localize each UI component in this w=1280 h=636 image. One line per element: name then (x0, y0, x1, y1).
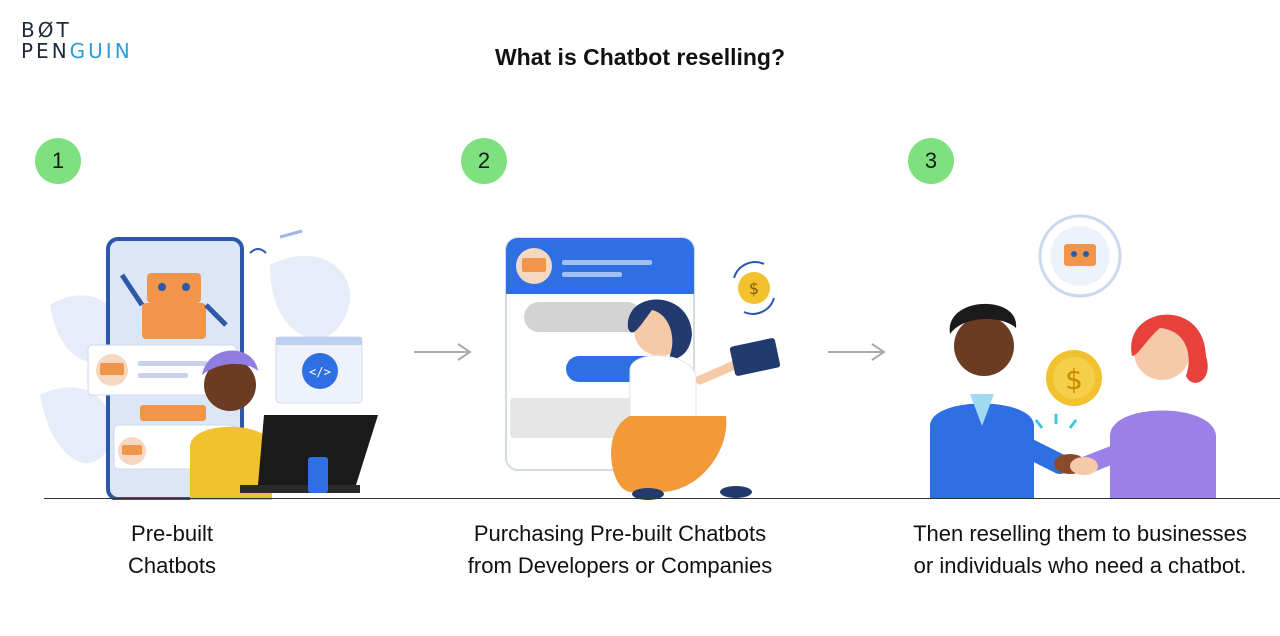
step-3-badge: 3 (908, 138, 954, 184)
page-title: What is Chatbot reselling? (494, 44, 786, 70)
botpenguin-logo: BØT PENGUIN (21, 20, 133, 62)
logo-line-2-dark: PEN (21, 39, 70, 63)
logo-line-2-blue: GUIN (69, 39, 133, 63)
svg-text:</>: </> (309, 365, 331, 379)
step-2-caption-line-2: from Developers or Companies (467, 553, 773, 578)
ground-line (44, 498, 1280, 499)
logo-line-1: BØT (21, 18, 72, 42)
step-3-caption-line-1: Then reselling them to businesses (913, 521, 1247, 546)
step-2-caption-line-1: Purchasing Pre-built Chatbots (473, 521, 767, 546)
step-2-badge: 2 (461, 138, 507, 184)
step-1-caption-line-1: Pre-built (131, 521, 213, 546)
svg-text:$: $ (749, 279, 759, 298)
developer-with-robot-illustration: </> (40, 225, 390, 500)
step-1-caption: Pre-built Chatbots (72, 518, 272, 582)
step-1-badge: 1 (35, 138, 81, 184)
svg-text:$: $ (1065, 363, 1083, 396)
logo-line-2: PENGUIN (21, 41, 133, 62)
step-2-caption: Purchasing Pre-built Chatbots from Devel… (440, 518, 800, 582)
right-arrow-icon (412, 341, 474, 363)
step-3-caption: Then reselling them to businesses or ind… (890, 518, 1270, 582)
step-3-caption-line-2: or individuals who need a chatbot. (913, 553, 1247, 578)
handshake-reselling-illustration: $ (924, 206, 1224, 499)
step-1-caption-line-2: Chatbots (127, 553, 217, 578)
right-arrow-icon (826, 341, 888, 363)
woman-buying-chatbot-illustration: $ (500, 230, 790, 500)
